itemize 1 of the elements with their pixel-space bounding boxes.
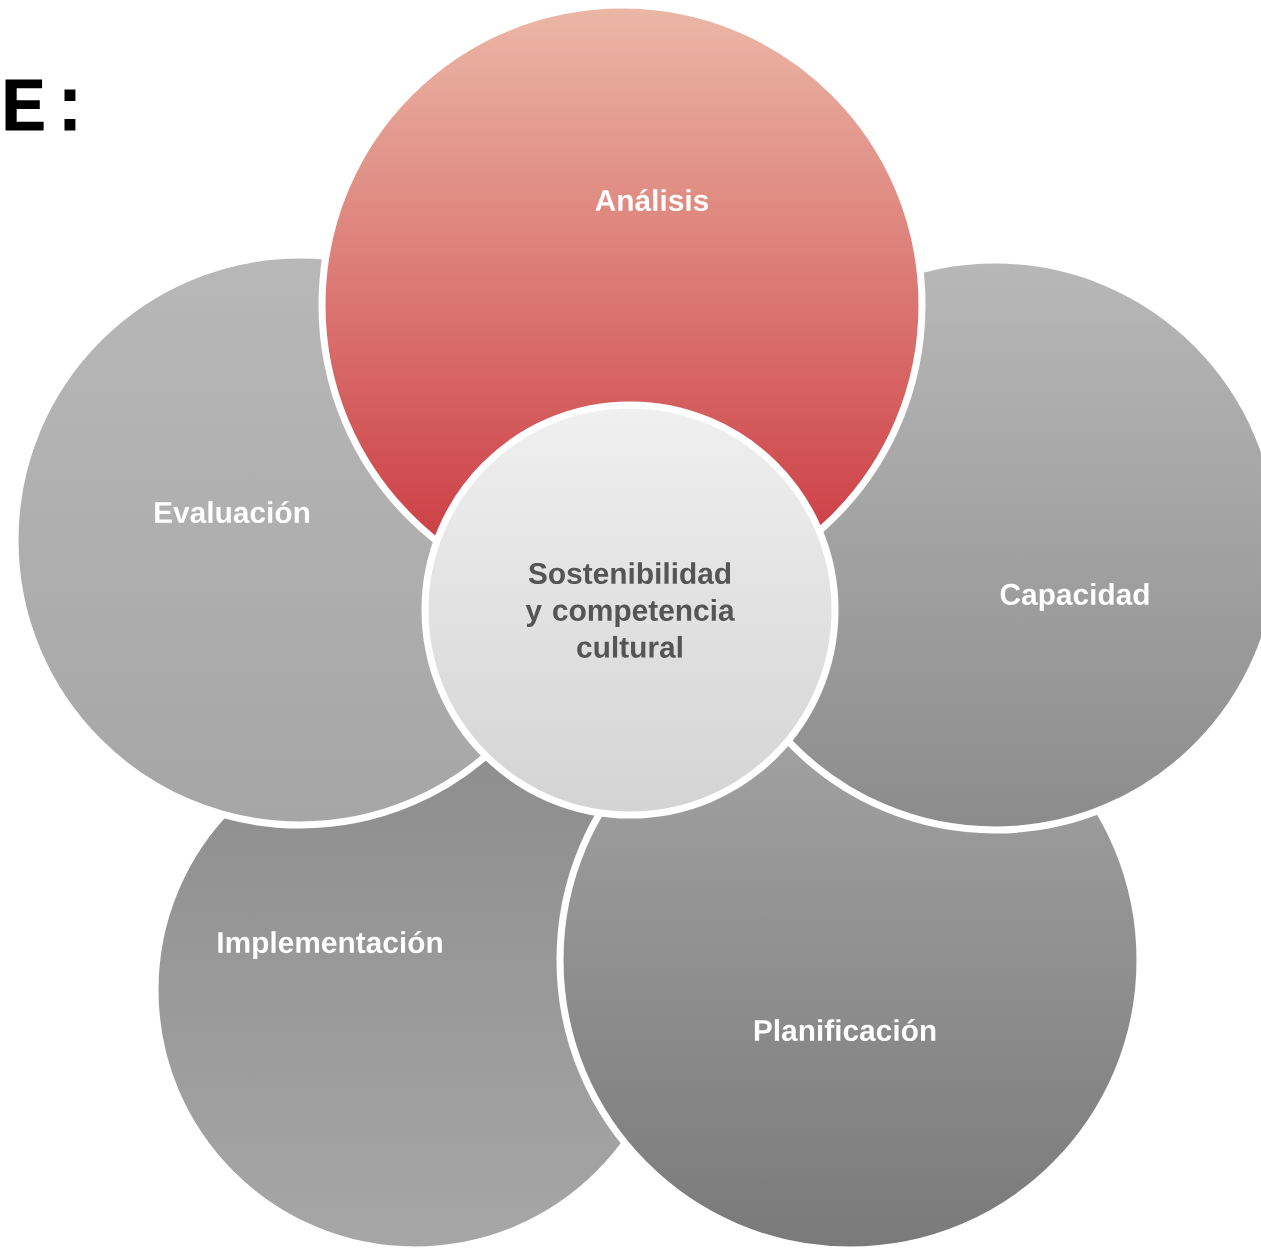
heading-fragment: E: (5, 79, 76, 131)
